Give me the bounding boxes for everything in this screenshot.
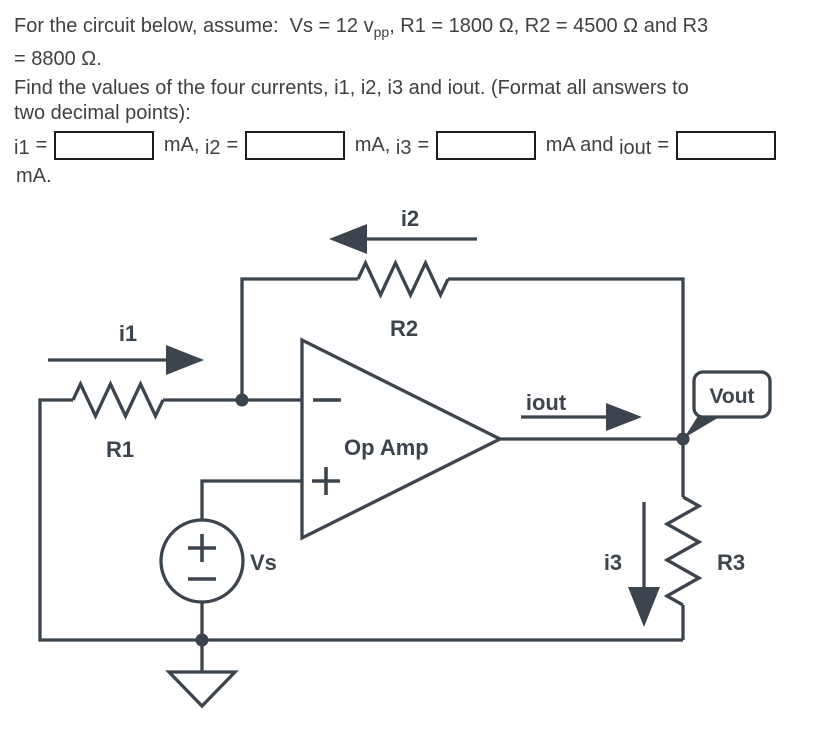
- wire-noninverting-input: [200, 479, 302, 520]
- i1-label: i1: [119, 321, 137, 346]
- r3-label: R3: [717, 550, 745, 575]
- resistor-r3: [663, 495, 703, 607]
- current-arrow-i1-head: [166, 345, 204, 375]
- r2-label: R2: [390, 316, 418, 341]
- equals-sign: =: [226, 133, 239, 156]
- answer-row: i1= mA, i2= mA, i3= mA and iout=: [14, 129, 780, 161]
- node-dot-ground: [195, 633, 209, 647]
- i2-unit-label: mA,: [349, 133, 396, 156]
- vout-label: Vout: [709, 385, 754, 408]
- i2-var-label: i2: [204, 136, 221, 159]
- iout-var-label: iout: [619, 136, 652, 159]
- opamp-label: Op Amp: [344, 435, 429, 460]
- r1-label: R1: [106, 437, 134, 462]
- vout-callout: [692, 370, 772, 419]
- question-line-1: For the circuit below, assume: Vs = 12 v…: [14, 14, 709, 40]
- iout-label: iout: [526, 390, 567, 415]
- wire-left-and-bottom-rail: [38, 398, 683, 642]
- equals-sign: =: [417, 133, 430, 156]
- question-line-1-post: , R1 = 1800 Ω, R2 = 4500 Ω and R3: [389, 15, 709, 37]
- i3-answer-input[interactable]: [436, 130, 537, 160]
- vs-label: Vs: [250, 550, 277, 575]
- resistor-r2: [356, 259, 450, 299]
- i2-answer-input[interactable]: [245, 130, 346, 160]
- vs-plus-icon: [188, 534, 216, 562]
- question-line-3: Find the values of the four currents, i1…: [14, 77, 689, 99]
- question-line-2: = 8800 Ω.: [14, 48, 102, 70]
- wire-feedback-left: [240, 277, 358, 400]
- resistor-r1: [71, 380, 165, 420]
- vpp-subscript: pp: [373, 24, 390, 40]
- i1-unit-label: mA,: [158, 133, 205, 156]
- current-arrow-i3-head: [628, 587, 660, 627]
- vout-callout-tail: [684, 416, 721, 438]
- i3-var-label: i3: [395, 136, 412, 159]
- node-dot-inverting: [235, 393, 249, 407]
- opamp-triangle: [300, 337, 504, 541]
- question-line-4: two decimal points):: [14, 102, 191, 124]
- ground-icon: [165, 670, 239, 709]
- i2-label: i2: [401, 206, 419, 231]
- iout-answer-input[interactable]: [676, 130, 777, 160]
- i3-label: i3: [604, 550, 622, 575]
- i1-answer-input[interactable]: [54, 130, 155, 160]
- equals-sign: =: [657, 133, 670, 156]
- opamp-noninverting-plus-icon: [312, 467, 340, 495]
- i3-unit-label: mA and: [540, 133, 620, 156]
- answer-trailing-unit: mA.: [16, 165, 52, 187]
- question-line-1-pre: For the circuit below, assume: Vs = 12 v: [14, 15, 374, 37]
- current-arrow-iout-head: [606, 403, 642, 431]
- current-arrow-i2-head: [329, 224, 367, 254]
- i1-var-label: i1: [14, 136, 30, 159]
- equals-sign: =: [35, 133, 48, 156]
- wire-feedback-right: [448, 277, 685, 439]
